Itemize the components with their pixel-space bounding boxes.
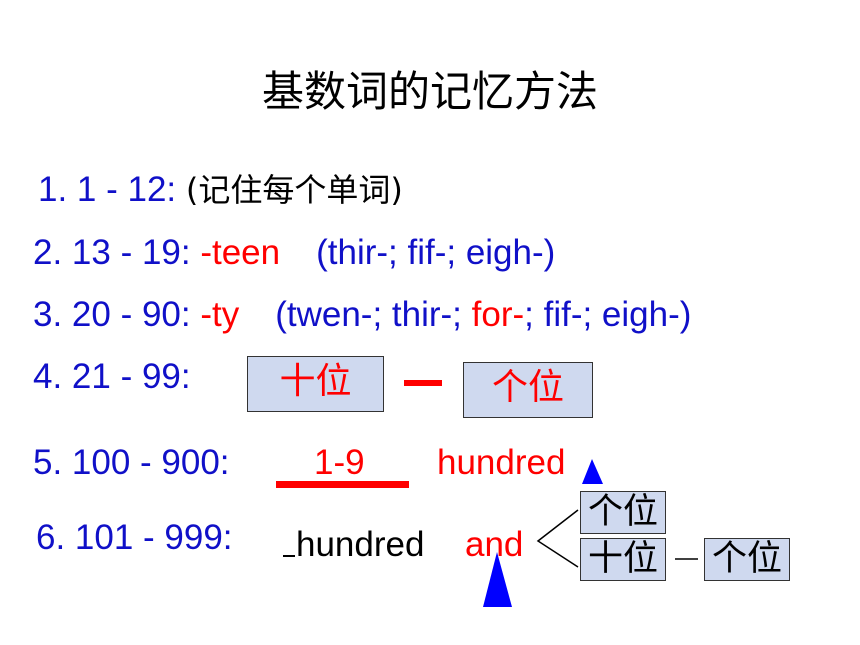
rule-4-range: 4. 21 - 99:: [33, 357, 191, 396]
rule-6-tens-box: 十位: [580, 538, 666, 581]
rule-3-hint-b: ; fif-; eigh-): [524, 295, 692, 334]
rule-5-digit: 1-9: [314, 443, 365, 482]
rule-1-note: (记住每个单词): [185, 171, 403, 209]
arrow-up-large-icon: [483, 552, 512, 607]
rule-3-range: 3. 20 - 90:: [33, 295, 201, 334]
rule-2-range: 2. 13 - 19:: [33, 233, 201, 272]
rule-3-suffix: -ty: [200, 295, 240, 334]
rule-5-underline: [276, 481, 409, 488]
rule-1: 1. 1 - 12: (记住每个单词): [38, 170, 403, 210]
rule-3: 3. 20 - 90: -ty (twen-; thir-; for-; fif-…: [33, 295, 691, 335]
dash-separator: [404, 380, 442, 386]
rule-5-word: hundred: [437, 443, 566, 482]
rule-1-range: 1. 1 - 12:: [38, 170, 186, 209]
page-title: 基数词的记忆方法: [261, 67, 598, 116]
rule-6-ones-label: 个位: [587, 492, 658, 532]
tens-box-label: 十位: [279, 361, 352, 402]
ones-box: 个位: [463, 362, 593, 418]
rule-6-ones2-box: 个位: [704, 538, 790, 581]
rule-6-blank: [283, 555, 295, 557]
rule-6-and: and: [465, 525, 524, 564]
arrow-up-small-icon: [582, 459, 603, 484]
rule-6-ones2-label: 个位: [711, 539, 782, 579]
rule-2-hint: (thir-; fif-; eigh-): [316, 233, 556, 272]
rule-2-suffix: -teen: [200, 233, 281, 272]
rule-3-hint-a: (twen-; thir-;: [275, 295, 472, 334]
rule-6-range: 6. 101 - 999:: [36, 518, 233, 557]
rule-2: 2. 13 - 19: -teen (thir-; fif-; eigh-): [33, 233, 555, 273]
ones-box-label: 个位: [491, 367, 564, 408]
rule-3-hint-red: for-: [471, 295, 525, 334]
rule-6-ones-box: 个位: [580, 491, 666, 534]
rule-6-tens-label: 十位: [587, 539, 658, 579]
tens-box: 十位: [247, 356, 384, 412]
branch-lines: [536, 509, 579, 568]
rule-6-word: hundred: [296, 525, 425, 564]
rule-5-range: 5. 100 - 900:: [33, 443, 230, 482]
